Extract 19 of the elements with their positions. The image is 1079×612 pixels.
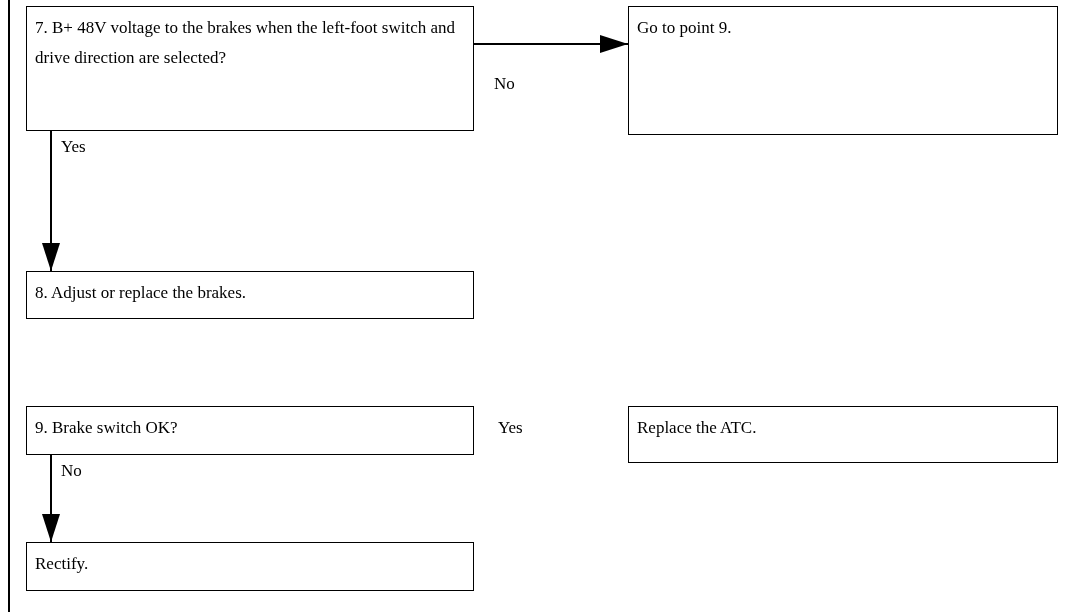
note-label: Yes bbox=[498, 418, 523, 438]
box-text: Replace the ATC. bbox=[637, 417, 758, 439]
arrow bbox=[42, 130, 60, 272]
box-text: 8. Adjust or replace the brakes. bbox=[35, 282, 247, 304]
decision-box bbox=[26, 406, 474, 455]
box-text: Go to point 9. bbox=[637, 17, 733, 39]
arrow bbox=[473, 35, 629, 53]
box-text: 9. Brake switch OK? bbox=[35, 417, 179, 439]
arrow bbox=[42, 454, 60, 543]
process-box bbox=[628, 6, 1058, 135]
edge-label: No bbox=[61, 461, 82, 481]
box-text: Rectify. bbox=[35, 553, 90, 575]
process-box bbox=[26, 271, 474, 319]
edge-label: No bbox=[494, 74, 515, 94]
edge-label: Yes bbox=[61, 137, 86, 157]
decision-box bbox=[26, 6, 474, 131]
process-box bbox=[26, 542, 474, 591]
box-text: 7. B+ 48V voltage to the brakes when the left-foot switch and drive direction are selected? bbox=[35, 17, 456, 69]
process-box bbox=[628, 406, 1058, 463]
